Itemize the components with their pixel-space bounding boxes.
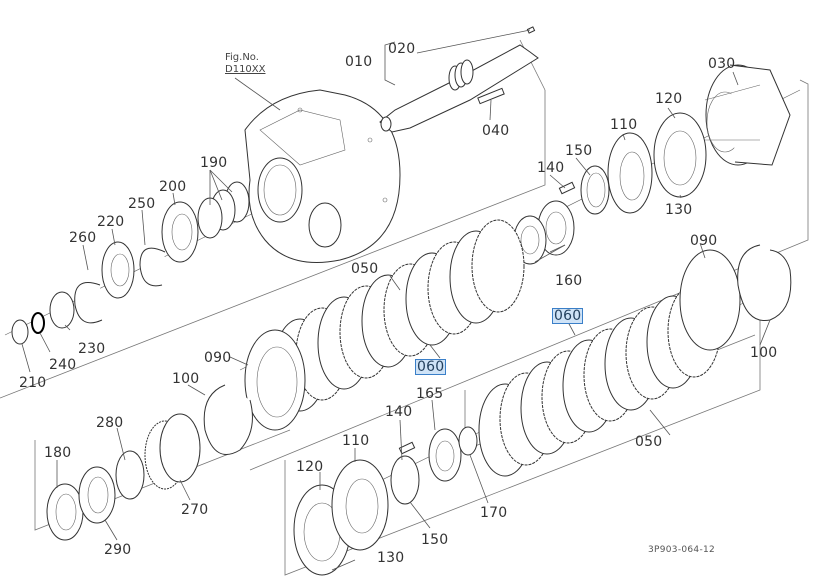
upper-clutch-plate xyxy=(471,219,525,313)
callout-290[interactable]: 290 xyxy=(104,542,132,558)
callout-180[interactable]: 180 xyxy=(44,445,72,461)
callout-240[interactable]: 240 xyxy=(49,357,77,373)
washer-210 xyxy=(11,319,29,345)
leader-lines xyxy=(21,29,771,571)
callout-165[interactable]: 165 xyxy=(416,386,444,402)
callout-270[interactable]: 270 xyxy=(181,502,209,518)
callout-050-top[interactable]: 050 xyxy=(351,261,379,277)
snap-ring-250 xyxy=(139,247,166,287)
callout-010[interactable]: 010 xyxy=(345,54,373,70)
callout-090-right[interactable]: 090 xyxy=(690,233,718,249)
document-id: 3P903-064-12 xyxy=(648,545,716,555)
washer-165 xyxy=(428,428,462,482)
leader-fig xyxy=(234,77,281,111)
callout-090-left[interactable]: 090 xyxy=(204,350,232,366)
callout-120-bottom[interactable]: 120 xyxy=(296,459,324,475)
seal-220 xyxy=(101,241,135,299)
callout-130-bottom[interactable]: 130 xyxy=(377,550,405,566)
callout-110-bottom[interactable]: 110 xyxy=(342,433,370,449)
bearing-200 xyxy=(161,201,199,263)
callout-210[interactable]: 210 xyxy=(19,375,47,391)
callout-230[interactable]: 230 xyxy=(78,341,106,357)
retainer-150-top xyxy=(580,165,610,215)
callout-150-top[interactable]: 150 xyxy=(565,143,593,159)
fig-no-label: Fig.No. xyxy=(225,52,259,63)
drum-030 xyxy=(704,64,791,166)
o-ring-240 xyxy=(31,312,45,334)
washer-180 xyxy=(46,483,84,541)
callout-060-bottom[interactable]: 060 xyxy=(414,359,447,375)
piston-110-top xyxy=(607,132,653,214)
roller-280 xyxy=(115,450,145,500)
callout-120-top[interactable]: 120 xyxy=(655,91,683,107)
clutch-pack-lower xyxy=(478,284,721,477)
snap-ring-100-left xyxy=(203,384,253,455)
callout-140-bottom[interactable]: 140 xyxy=(385,404,413,420)
housing xyxy=(244,89,401,263)
callout-250[interactable]: 250 xyxy=(128,196,156,212)
callout-130-top[interactable]: 130 xyxy=(665,202,693,218)
bearing-290 xyxy=(78,466,116,524)
callout-100-right[interactable]: 100 xyxy=(750,345,778,361)
spring-140-top xyxy=(558,181,576,195)
frame-lower-right xyxy=(284,270,761,576)
fig-no-code[interactable]: D110XX xyxy=(225,64,266,75)
callout-260[interactable]: 260 xyxy=(69,230,97,246)
callout-280[interactable]: 280 xyxy=(96,415,124,431)
callout-050-bottom[interactable]: 050 xyxy=(635,434,663,450)
callout-030[interactable]: 030 xyxy=(708,56,736,72)
callout-060-top[interactable]: 060 xyxy=(551,308,584,324)
callout-100-left[interactable]: 100 xyxy=(172,371,200,387)
frame-right-top xyxy=(249,79,809,471)
collar-230 xyxy=(49,291,75,329)
key-040 xyxy=(477,87,505,105)
callout-110-top[interactable]: 110 xyxy=(610,117,638,133)
figure-reference: Fig.No. D110XX xyxy=(225,52,266,76)
piston-110-bottom xyxy=(331,459,389,551)
callout-160[interactable]: 160 xyxy=(555,273,583,289)
callout-190[interactable]: 190 xyxy=(200,155,228,171)
retainer-150-bottom xyxy=(390,455,420,505)
callout-170[interactable]: 170 xyxy=(480,505,508,521)
disc-120-top xyxy=(653,112,707,198)
snap-ring-100-right xyxy=(737,244,792,322)
frame-upper xyxy=(0,90,546,399)
callout-020[interactable]: 020 xyxy=(388,41,416,57)
plate-090-left xyxy=(244,329,306,431)
callout-200[interactable]: 200 xyxy=(159,179,187,195)
washer-170 xyxy=(458,426,478,456)
frame-lower-left xyxy=(34,429,291,531)
callout-040[interactable]: 040 xyxy=(482,123,510,139)
plate-090-right xyxy=(679,249,741,351)
shaft-010 xyxy=(379,26,539,133)
snap-ring-260 xyxy=(74,282,103,324)
callout-140-top[interactable]: 140 xyxy=(537,160,565,176)
callout-220[interactable]: 220 xyxy=(97,214,125,230)
callout-150-bottom[interactable]: 150 xyxy=(421,532,449,548)
spring-140-bottom xyxy=(398,441,416,455)
